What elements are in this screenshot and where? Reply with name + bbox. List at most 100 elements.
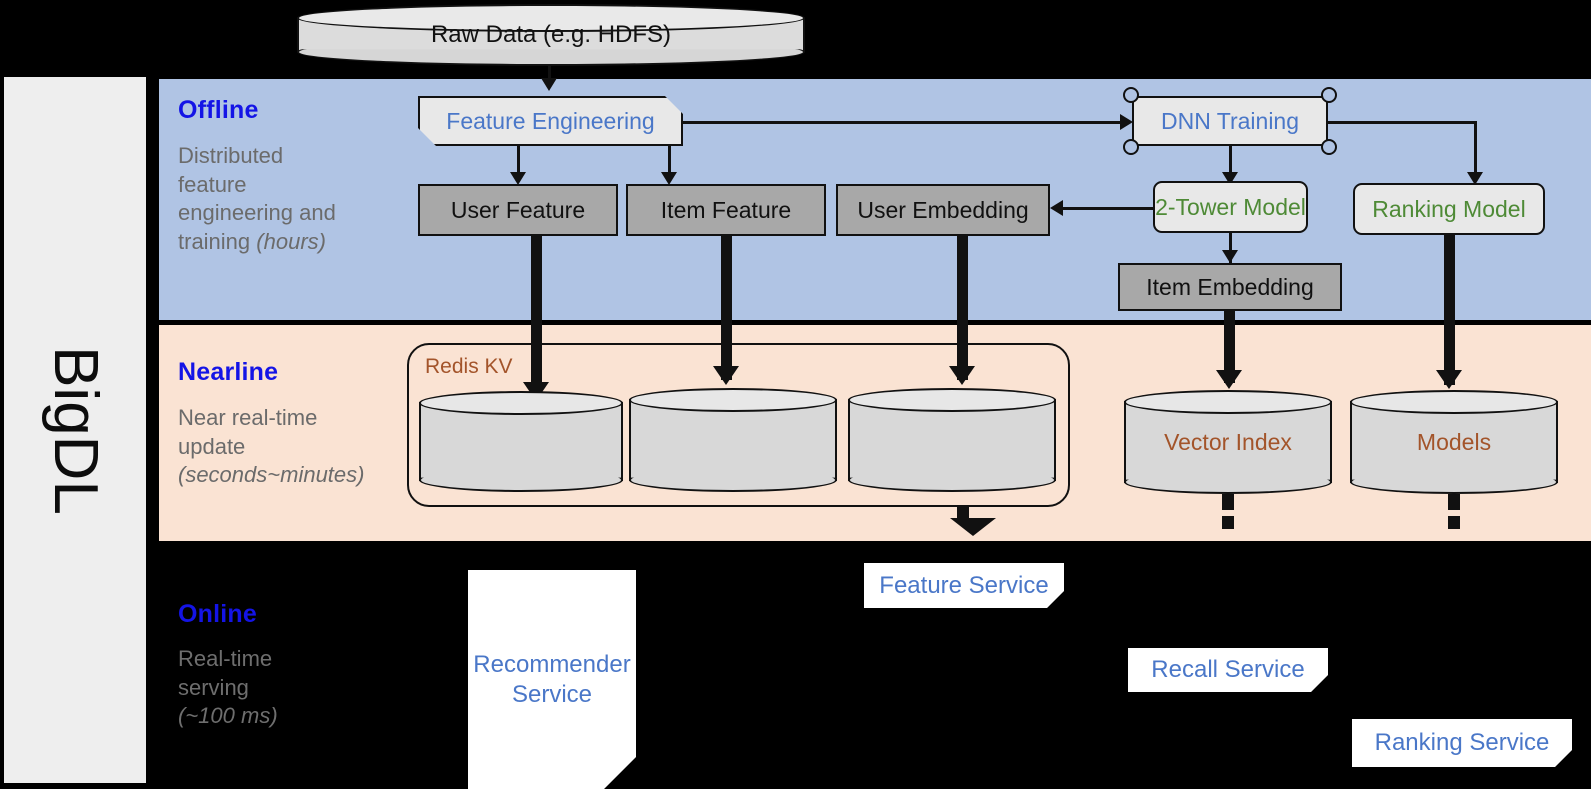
ranking-model-label: Ranking Model bbox=[1372, 195, 1526, 222]
user-feature-node[interactable]: User Feature bbox=[418, 184, 618, 236]
store-1-label bbox=[419, 391, 623, 492]
edge-twotower-itememb bbox=[1229, 233, 1232, 263]
edge-fe-itemfeature-arrowhead bbox=[661, 172, 677, 185]
recall-service-node[interactable]: Recall Service bbox=[1128, 648, 1328, 692]
redis-kv-label: Redis KV bbox=[425, 355, 513, 378]
raw-data-label: Raw Data (e.g. HDFS) bbox=[430, 21, 672, 48]
dash-models-1 bbox=[1448, 494, 1460, 510]
dnn-notch-tr bbox=[1321, 87, 1337, 103]
ranking-service-node[interactable]: Ranking Service bbox=[1352, 719, 1572, 767]
edge-twotower-itememb-arrowhead bbox=[1222, 250, 1238, 263]
store-1-body bbox=[419, 402, 623, 481]
user-embedding-label: User Embedding bbox=[857, 196, 1029, 223]
two-tower-model-label: 2-Tower Model bbox=[1155, 193, 1306, 220]
store-cylinder-user-embedding[interactable] bbox=[848, 388, 1056, 492]
offline-sub-italic: (hours) bbox=[256, 228, 326, 254]
vector-index-label: Vector Index bbox=[1164, 428, 1292, 455]
dnn-training-label: DNN Training bbox=[1160, 107, 1300, 134]
edge-dnn-twotower bbox=[1229, 146, 1232, 178]
online-title: Online bbox=[178, 600, 257, 628]
models-label: Models bbox=[1416, 428, 1492, 455]
pipe-rankingmodel-arrowhead bbox=[1436, 370, 1462, 389]
offline-sub-l3: engineering and bbox=[178, 200, 336, 226]
online-sub-l1: Real-time bbox=[178, 646, 273, 671]
dnn-notch-tl bbox=[1123, 87, 1139, 103]
ranking-service-label: Ranking Service bbox=[1374, 729, 1550, 756]
online-sub-l2: serving bbox=[178, 674, 249, 700]
item-embedding-node[interactable]: Item Embedding bbox=[1118, 263, 1342, 311]
pipe-userembedding bbox=[957, 236, 968, 380]
edge-rawdata-fe-arrowhead bbox=[541, 78, 557, 91]
offline-sub-l2: feature bbox=[178, 171, 247, 197]
vector-index-body bbox=[1124, 401, 1332, 483]
store-3-label bbox=[848, 388, 1056, 492]
pipe-redis-featureservice bbox=[957, 507, 969, 520]
item-feature-node[interactable]: Item Feature bbox=[626, 184, 826, 236]
offline-sub-l1: Distributed bbox=[178, 143, 284, 168]
pipe-rankingmodel bbox=[1444, 235, 1455, 385]
edge-dnn-ranking-arrowhead bbox=[1467, 172, 1483, 185]
store-1-top bbox=[419, 391, 623, 415]
dnn-notch-br bbox=[1321, 139, 1337, 155]
user-feature-label: User Feature bbox=[450, 196, 586, 223]
vector-index-top bbox=[1124, 390, 1332, 414]
dnn-training-box bbox=[1132, 96, 1328, 146]
nearline-sub-l2: update bbox=[178, 433, 246, 459]
edge-twotower-userembedding-arrowhead bbox=[1050, 200, 1063, 216]
edge-fe-dnn-arrowhead bbox=[1120, 114, 1133, 130]
pipe-itemembedding-arrowhead bbox=[1216, 370, 1242, 389]
recall-service-label: Recall Service bbox=[1151, 656, 1305, 683]
raw-data-store[interactable]: Raw Data (e.g. HDFS) bbox=[297, 4, 805, 66]
pipe-userembedding-arrowhead bbox=[949, 366, 975, 385]
feature-engineering-node[interactable]: Feature Engineering bbox=[418, 96, 683, 146]
pipe-itemfeature bbox=[721, 236, 732, 380]
pipe-itemfeature-arrowhead bbox=[713, 366, 739, 385]
raw-data-top bbox=[297, 4, 805, 32]
pipe-itemembedding bbox=[1224, 311, 1235, 383]
nearline-sub-l1: Near real-time bbox=[178, 405, 318, 430]
offline-title: Offline bbox=[178, 96, 259, 124]
store-cylinder-user-feature[interactable] bbox=[419, 391, 623, 492]
store-cylinder-item-feature[interactable] bbox=[629, 388, 837, 492]
pipe-userfeature bbox=[531, 236, 542, 396]
ranking-model-node[interactable]: Ranking Model bbox=[1353, 183, 1545, 235]
pipe-redis-featureservice-arrowhead bbox=[950, 518, 996, 536]
dash-models-2 bbox=[1448, 516, 1460, 529]
edge-fe-userfeature-arrowhead bbox=[510, 172, 526, 185]
item-embedding-label: Item Embedding bbox=[1146, 273, 1314, 300]
vector-index-store[interactable]: Vector Index bbox=[1124, 390, 1332, 494]
nearline-sub-italic: (seconds~minutes) bbox=[178, 462, 365, 488]
dnn-training-node[interactable]: DNN Training bbox=[1123, 87, 1337, 155]
bigdl-label: BigDL bbox=[40, 345, 110, 515]
models-store[interactable]: Models bbox=[1350, 390, 1558, 494]
dnn-notch-bl bbox=[1123, 139, 1139, 155]
recommender-service-label-l2: Service bbox=[511, 680, 593, 708]
recommender-service-label-l1: Recommender bbox=[473, 650, 631, 678]
models-body bbox=[1350, 401, 1558, 483]
edge-rawdata-fe bbox=[548, 66, 551, 86]
two-tower-model-node[interactable]: 2-Tower Model bbox=[1153, 181, 1308, 233]
edge-twotower-userembedding bbox=[1063, 207, 1153, 210]
dash-vectorindex-2 bbox=[1222, 516, 1234, 529]
offline-sub-l4: training bbox=[178, 228, 257, 254]
feature-engineering-label: Feature Engineering bbox=[446, 107, 655, 134]
redis-kv-container[interactable] bbox=[407, 343, 1070, 507]
nearline-subtitle: Near real-time update (seconds~minutes) bbox=[178, 404, 410, 490]
edge-dnn-ranking-v bbox=[1474, 121, 1477, 176]
online-subtitle: Real-time serving (~100 ms) bbox=[178, 645, 398, 731]
feature-service-node[interactable]: Feature Service bbox=[864, 563, 1064, 608]
edge-fe-userfeature bbox=[517, 146, 520, 176]
online-sub-italic: (~100 ms) bbox=[178, 703, 278, 729]
store-2-top bbox=[629, 388, 837, 412]
dash-vectorindex-1 bbox=[1222, 494, 1234, 510]
recommender-service-node[interactable]: Recommender Service bbox=[468, 570, 636, 789]
item-feature-label: Item Feature bbox=[660, 196, 792, 223]
bigdl-sidebar: BigDL bbox=[4, 77, 146, 783]
store-3-body bbox=[848, 399, 1056, 481]
feature-service-label: Feature Service bbox=[879, 571, 1049, 599]
nearline-title: Nearline bbox=[178, 358, 279, 386]
user-embedding-node[interactable]: User Embedding bbox=[836, 184, 1050, 236]
edge-dnn-ranking-h bbox=[1328, 121, 1476, 124]
edge-fe-dnn bbox=[683, 121, 1123, 124]
